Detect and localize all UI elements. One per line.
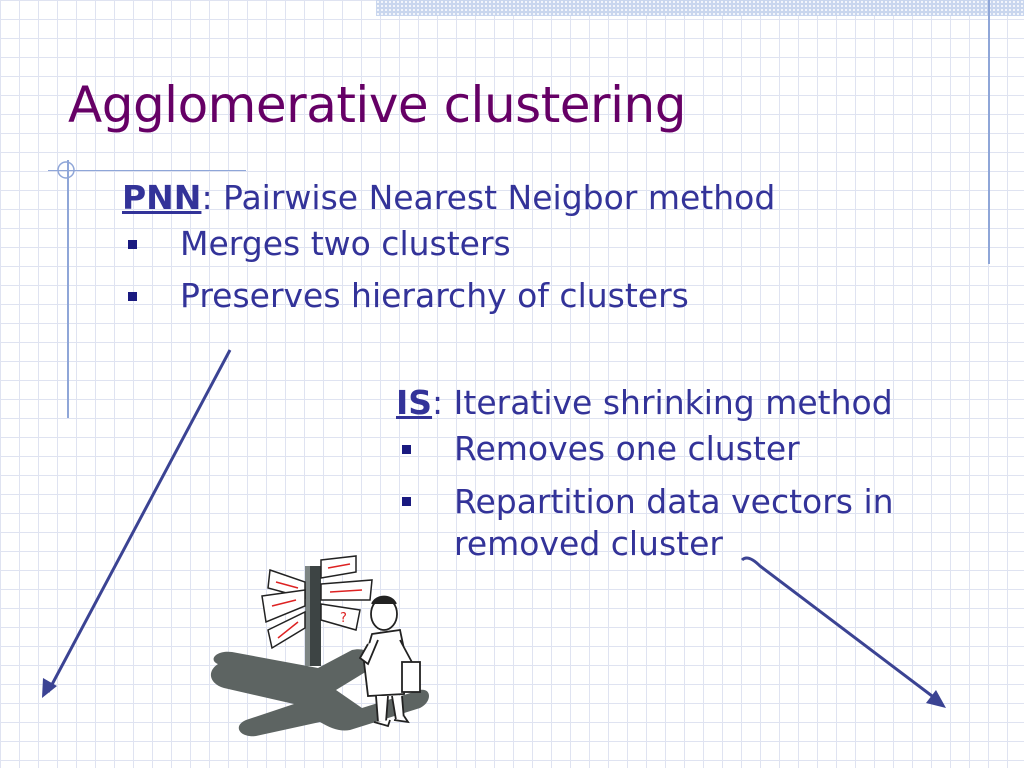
is-term: IS xyxy=(396,383,433,422)
arrow-right xyxy=(740,556,946,708)
decor-vertical-line-left xyxy=(67,160,69,418)
is-description: : Iterative shrinking method xyxy=(432,383,893,422)
list-item: Merges two clusters xyxy=(122,224,775,264)
decor-horizontal-line xyxy=(48,170,246,171)
person-figure xyxy=(358,595,421,728)
pnn-description: : Pairwise Nearest Neigbor method xyxy=(201,178,776,217)
is-heading: IS: Iterative shrinking method xyxy=(396,383,894,423)
pnn-bullet-list: Merges two clusters Preserves hierarchy … xyxy=(122,224,775,316)
is-section: IS: Iterative shrinking method Removes o… xyxy=(396,383,894,577)
square-bullet-icon xyxy=(402,497,411,506)
square-bullet-icon xyxy=(402,445,411,454)
square-bullet-icon xyxy=(128,240,137,249)
list-item: Removes one cluster xyxy=(396,429,894,469)
list-item: Preserves hierarchy of clusters xyxy=(122,276,775,316)
pnn-section: PNN: Pairwise Nearest Neigbor method Mer… xyxy=(122,178,775,328)
sign-arrows xyxy=(271,563,363,639)
arrow-left xyxy=(42,349,232,698)
decor-vertical-line-right xyxy=(988,0,990,264)
pnn-term: PNN xyxy=(122,178,202,217)
slide-title: Agglomerative clustering xyxy=(68,76,686,134)
sign-question-mark: ? xyxy=(340,611,347,626)
sign-boards xyxy=(261,555,373,650)
clipart-shadow xyxy=(210,649,429,737)
header-pattern-band xyxy=(376,0,1024,16)
pnn-heading: PNN: Pairwise Nearest Neigbor method xyxy=(122,178,775,218)
square-bullet-icon xyxy=(128,292,137,301)
is-bullet-list: Removes one cluster Repartition data vec… xyxy=(396,429,894,565)
